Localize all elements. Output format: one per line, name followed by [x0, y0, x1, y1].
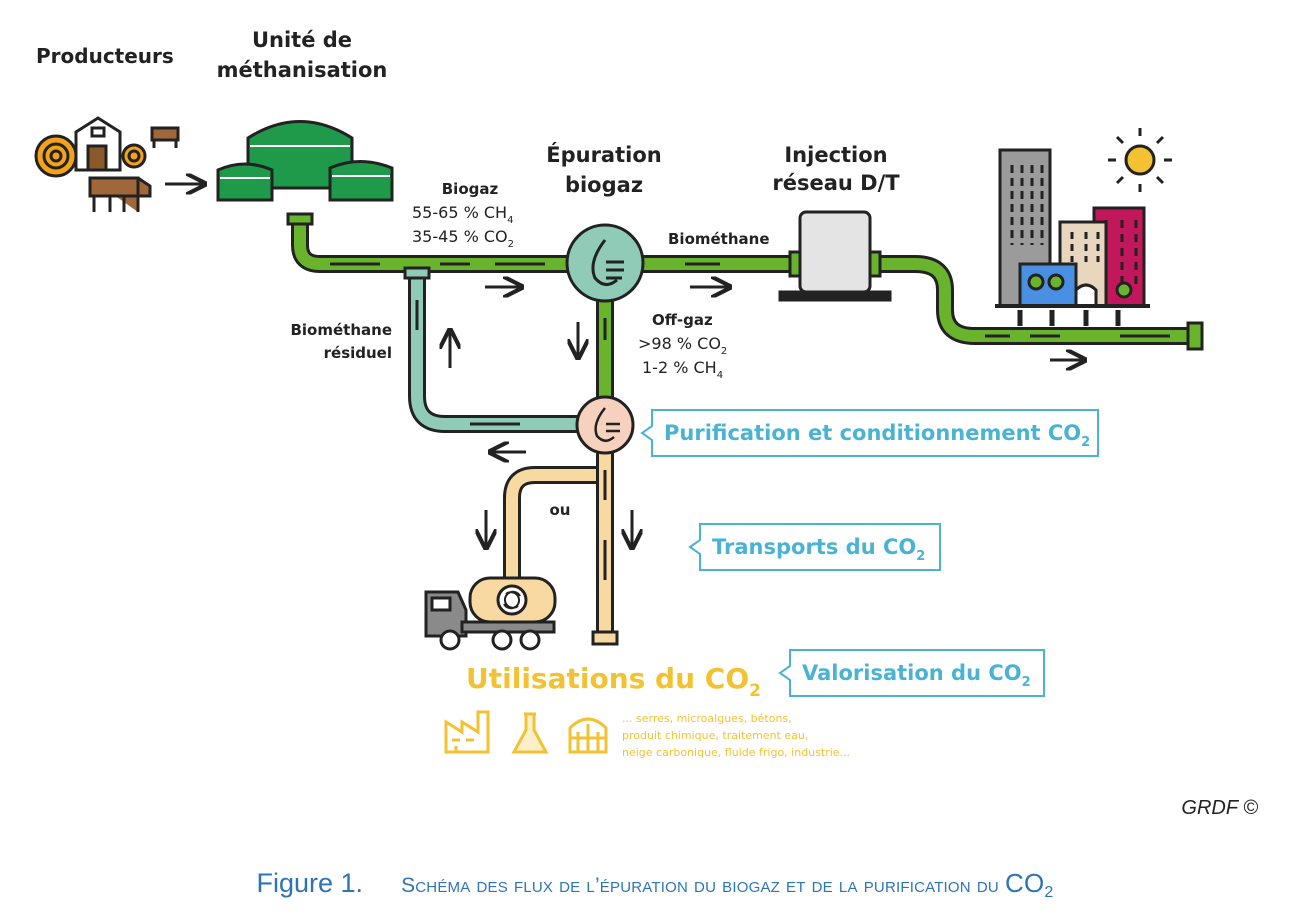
credit-label: GRDF © [1181, 797, 1258, 819]
process-diagram: Producteurs Unité de méthanisation Épura… [34, 28, 1204, 759]
svg-text:Valorisation du CO2: Valorisation du CO2 [802, 661, 1031, 690]
uses-line1: ... serres, microalgues, bétons, [622, 712, 792, 725]
flask-icon [511, 712, 549, 754]
uses-line3: neige carbonique, fluide frigo, industri… [622, 746, 850, 759]
injection-label-line2: réseau D/T [772, 171, 900, 195]
greenhouse-icon [568, 717, 608, 754]
factory-icon [444, 710, 490, 754]
uses-line2: produit chimique, traitement eau, [622, 729, 808, 742]
methanisation-label-line1: Unité de [252, 28, 352, 52]
epuration-label-line1: Épuration [546, 142, 661, 167]
epuration-label-line2: biogaz [565, 173, 643, 197]
farm-illustration [34, 116, 180, 212]
hay-bale-icon [34, 134, 78, 178]
callout-valorisation: Valorisation du CO2 [778, 649, 1045, 697]
use-icons [444, 710, 608, 754]
figure-number: Figure 1. [256, 868, 364, 898]
injection-label-line1: Injection [784, 143, 887, 167]
epuration-node-icon [565, 223, 645, 303]
methanisation-label-line2: méthanisation [217, 58, 388, 82]
city-illustration [995, 148, 1150, 326]
digester-icon [216, 120, 394, 202]
small-cow-icon [150, 126, 180, 148]
residuel-label-line2: résiduel [324, 344, 392, 362]
residual-pipe [408, 276, 580, 433]
residuel-label-line1: Biométhane [290, 321, 392, 339]
callout-purification: Purification et conditionnement CO2 [640, 409, 1099, 457]
offgaz-ch4: 1-2 % CH4 [642, 358, 723, 381]
injection-unit-icon [778, 210, 892, 302]
figure-caption-text: Schéma des flux de l’épuration du biogaz… [401, 868, 1054, 902]
biogaz-title: Biogaz [442, 180, 499, 198]
offgaz-title: Off-gaz [652, 311, 713, 329]
co2-purification-node-icon [575, 395, 635, 455]
sun-icon [1108, 128, 1172, 192]
svg-text:Transports du CO2: Transports du CO2 [712, 535, 925, 564]
co2-truck-icon [424, 576, 557, 651]
biogaz-co2: 35-45 % CO2 [412, 227, 514, 250]
uses-title: Utilisations du CO2 [466, 662, 761, 701]
offgaz-co2: >98 % CO2 [638, 334, 727, 357]
biogaz-ch4: 55-65 % CH4 [412, 203, 513, 226]
svg-text:Purification et conditionnemen: Purification et conditionnement CO2 [664, 421, 1090, 450]
figure-caption: Figure 1. Schéma des flux de l’épuration … [0, 868, 1310, 902]
biomethane-label: Biométhane [668, 230, 770, 248]
ou-label: ou [550, 501, 571, 519]
callout-transports: Transports du CO2 [688, 523, 941, 571]
producteurs-label: Producteurs [36, 44, 174, 68]
